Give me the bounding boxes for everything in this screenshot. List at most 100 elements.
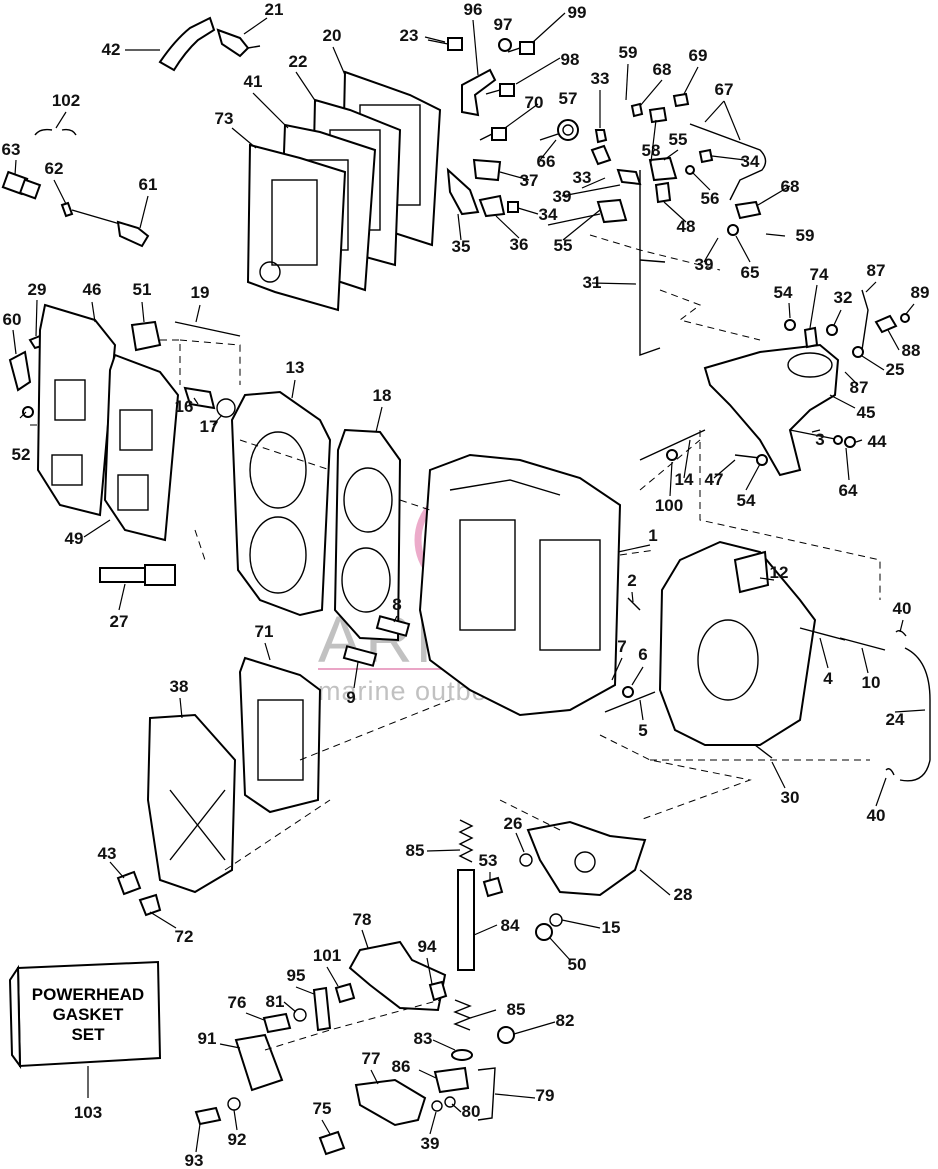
part-screw-98 (485, 83, 515, 97)
callout: 27 (110, 612, 129, 631)
callout: 94 (418, 937, 437, 956)
part-wire-62 (60, 201, 121, 225)
part-fitting-21 (216, 28, 261, 58)
callout: 26 (504, 814, 523, 833)
callout: 48 (677, 217, 696, 236)
part-pin-3 (789, 429, 841, 441)
callout: 12 (770, 563, 789, 582)
callout: 21 (265, 0, 284, 19)
part-gasket-49 (103, 353, 180, 542)
part-57 (594, 129, 608, 144)
part-screw-53 (482, 876, 504, 898)
callout: 23 (400, 26, 419, 45)
part-screw-70 (479, 127, 507, 141)
callout: 19 (191, 283, 210, 302)
callout: 22 (289, 52, 308, 71)
part-89 (900, 313, 910, 323)
callout: 60 (3, 310, 22, 329)
assembly-lines (30, 234, 881, 1051)
part-clamp-40b (885, 768, 895, 776)
callout: 34 (741, 152, 760, 171)
callout: 76 (228, 993, 247, 1012)
part-screw-76 (262, 1012, 292, 1034)
callout: 24 (886, 710, 905, 729)
callout: 34 (539, 205, 558, 224)
part-screw-30 (754, 744, 773, 759)
part-valve-16 (183, 386, 216, 410)
callout: 100 (655, 496, 683, 515)
part-washer-33 (616, 168, 642, 186)
callout: 10 (862, 673, 881, 692)
part-clamp-40a (895, 629, 907, 637)
part-screw-74 (803, 326, 819, 349)
part-screw-75 (318, 1130, 346, 1156)
callout: 44 (868, 432, 887, 451)
callout: 82 (556, 1011, 575, 1030)
callout: 8 (392, 595, 401, 614)
callout: 85 (507, 1000, 526, 1019)
part-bracket-55a (596, 198, 628, 224)
callout: 50 (568, 955, 587, 974)
callout: 39 (553, 187, 572, 206)
callout: 7 (617, 637, 626, 656)
part-rod-31-arm (639, 259, 666, 263)
part-lever-35 (446, 167, 480, 216)
part-bolt-72 (138, 893, 162, 917)
kit-line-1: POWERHEAD (32, 985, 144, 1004)
part-100 (666, 449, 678, 461)
part-hose-24 (899, 647, 931, 782)
callout: 78 (353, 910, 372, 929)
part-bolt-19 (174, 321, 241, 337)
callout: 56 (701, 189, 720, 208)
callout: 83 (414, 1029, 433, 1048)
part-52 (22, 406, 34, 418)
callout: 93 (185, 1151, 204, 1169)
callout: 67 (715, 80, 734, 99)
callout: 89 (911, 283, 930, 302)
part-washer-15 (549, 913, 563, 927)
part-spring-85b (453, 999, 472, 1031)
callout: 85 (406, 841, 425, 860)
part-6 (622, 686, 634, 698)
callout: 16 (175, 397, 194, 416)
part-bolt-14 (639, 429, 706, 461)
part-83 (451, 1049, 473, 1061)
callout: 30 (781, 788, 800, 807)
callout: 88 (902, 341, 921, 360)
part-link-79 (477, 1067, 496, 1121)
callout: 84 (501, 916, 520, 935)
callout: 98 (561, 50, 580, 69)
callout: 33 (591, 69, 610, 88)
gasket-set-box: POWERHEAD GASKET SET 103 (8, 960, 162, 1122)
callout: 102 (52, 91, 80, 110)
part-101 (334, 982, 356, 1004)
part-nut-50 (535, 923, 553, 941)
part-nut-97 (498, 38, 512, 52)
callout: 58 (642, 141, 661, 160)
part-clamp-48 (654, 181, 672, 204)
part-rod-31 (639, 170, 661, 356)
part-spring-85a (458, 819, 474, 863)
callout: 66 (537, 152, 556, 171)
part-hose-67 (689, 123, 767, 201)
callout: 72 (175, 927, 194, 946)
callout: 40 (893, 599, 912, 618)
part-head-13 (230, 390, 332, 617)
kit-line-3: SET (71, 1025, 105, 1044)
callout: 101 (313, 946, 341, 965)
kit-line-2: GASKET (53, 1005, 124, 1024)
part-bracket-36 (478, 194, 506, 218)
part-pin-2 (627, 597, 641, 611)
part-bracket-78 (348, 940, 447, 1012)
part-block-91 (234, 1033, 284, 1092)
callout: 39 (695, 255, 714, 274)
callout: 53 (479, 851, 498, 870)
callout: 37 (520, 171, 539, 190)
callout: 91 (198, 1029, 217, 1048)
part-plate-28 (526, 820, 647, 897)
part-crankcase-1 (658, 540, 817, 746)
callout: 75 (313, 1099, 332, 1118)
callout: 52 (12, 445, 31, 464)
part-94 (428, 980, 448, 1002)
